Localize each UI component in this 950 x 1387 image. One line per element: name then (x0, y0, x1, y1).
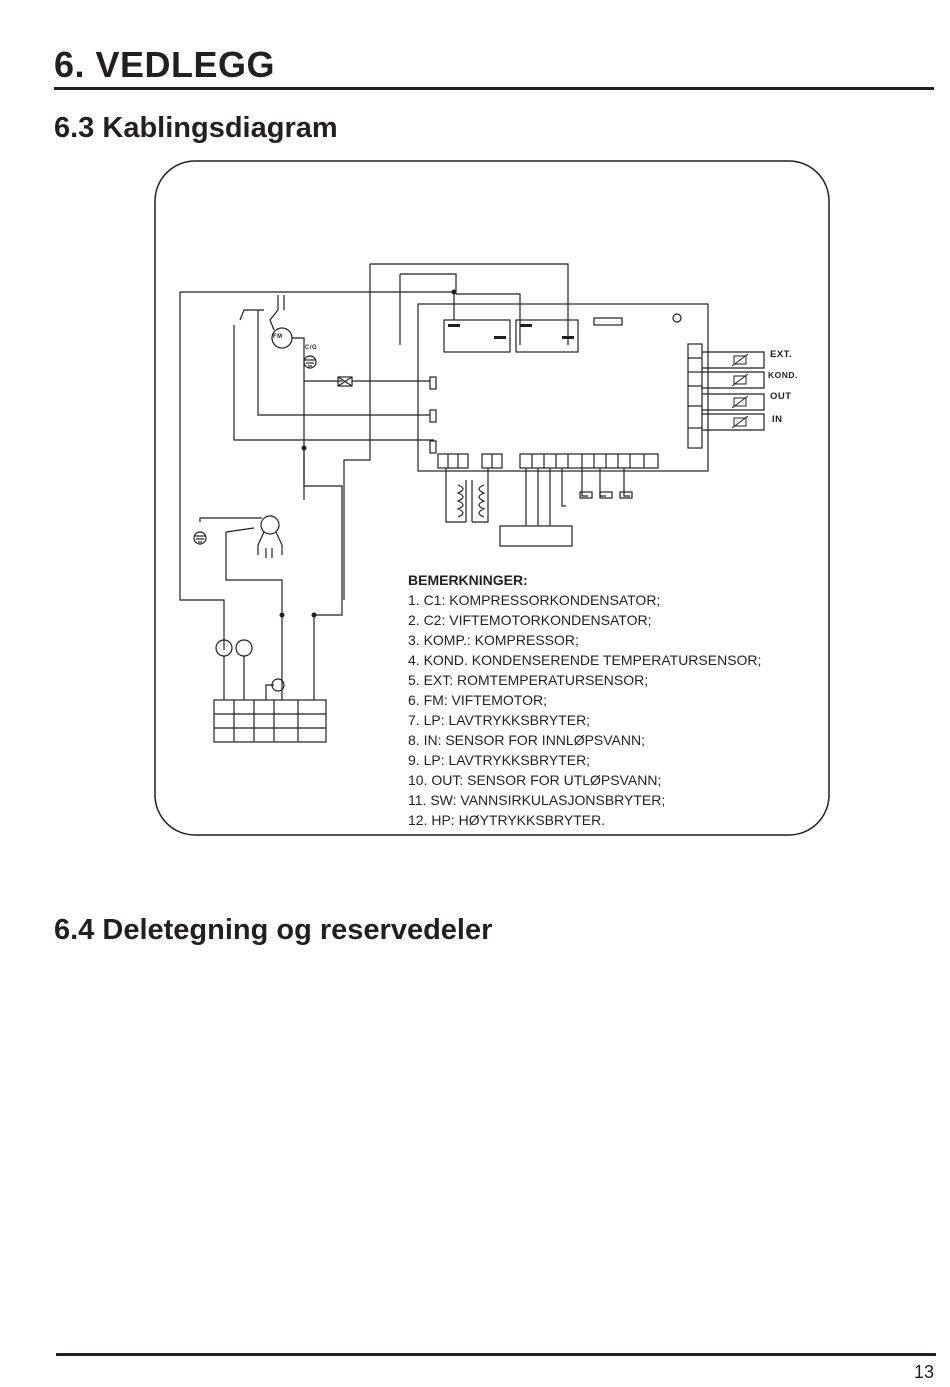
top-rule (54, 87, 934, 90)
sensor-label-kond: KOND. (768, 370, 798, 380)
relay-coil-2 (235, 639, 253, 657)
relay-1 (443, 319, 511, 353)
sensor-label-in: IN (772, 414, 783, 425)
capacitor-label: C/G (305, 345, 318, 351)
fan-motor-label: FM (273, 334, 283, 340)
note-item: 11. SW: VANNSIRKULASJONSBRYTER; (408, 792, 666, 808)
board-terminal-1 (429, 376, 437, 390)
board-mounting-hole (672, 313, 682, 323)
note-item: 9. LP: LAVTRYKKSBRYTER; (408, 752, 591, 768)
chapter-title: 6. VEDLEGG (54, 44, 276, 85)
sensor-module (499, 525, 573, 547)
section-title-wiring: 6.3 Kablingsdiagram (54, 112, 338, 144)
bottom-rule (56, 1353, 936, 1356)
terminal-block (213, 699, 327, 743)
note-item: 10. OUT: SENSOR FOR UTLØPSVANN; (408, 772, 662, 788)
board-component (593, 317, 623, 326)
relay-2 (515, 319, 579, 353)
section-title-parts: 6.4 Deletegning og reservedeler (54, 914, 493, 946)
ground-icon-2 (193, 531, 207, 545)
page-number: 13 (913, 1362, 934, 1382)
wiring-diagram: FM C/G EXT. KOND. OUT IN (154, 160, 830, 836)
note-item: 7. LP: LAVTRYKKSBRYTER; (408, 712, 591, 728)
transformer-terminal (437, 453, 469, 469)
diagram-notes: BEMERKNINGER: 1. C1: KOMPRESSORKONDENSAT… (408, 570, 761, 830)
diagram-frame (154, 160, 830, 836)
note-item: 8. IN: SENSOR FOR INNLØPSVANN; (408, 732, 646, 748)
board-terminal-2 (429, 409, 437, 423)
note-item: 12. HP: HØYTRYKKSBRYTER. (408, 812, 606, 828)
wiring-diagram-drawing (154, 160, 830, 836)
note-item: 4. KOND. KONDENSERENDE TEMPERATURSENSOR; (408, 652, 762, 668)
ground-icon-1 (303, 355, 317, 369)
note-item: 2. C2: VIFTEMOTORKONDENSATOR; (408, 612, 652, 628)
note-item: 6. FM: VIFTEMOTOR; (408, 692, 547, 708)
note-item: 5. EXT: ROMTEMPERATURSENSOR; (408, 672, 649, 688)
sensor-connector-strip (687, 343, 703, 449)
compressor-symbol (260, 515, 280, 535)
board-terminal-3 (429, 440, 437, 454)
sensor-label-ext: EXT. (770, 349, 793, 360)
sensor-terminal-strip (519, 453, 659, 469)
ground-icon-3 (271, 678, 285, 692)
sensor-label-out: OUT (770, 391, 792, 402)
control-board (417, 303, 709, 472)
note-item: 1. C1: KOMPRESSORKONDENSATOR; (408, 592, 661, 608)
note-item: 3. KOMP.: KOMPRESSOR; (408, 632, 579, 648)
notes-title: BEMERKNINGER: (408, 572, 528, 588)
